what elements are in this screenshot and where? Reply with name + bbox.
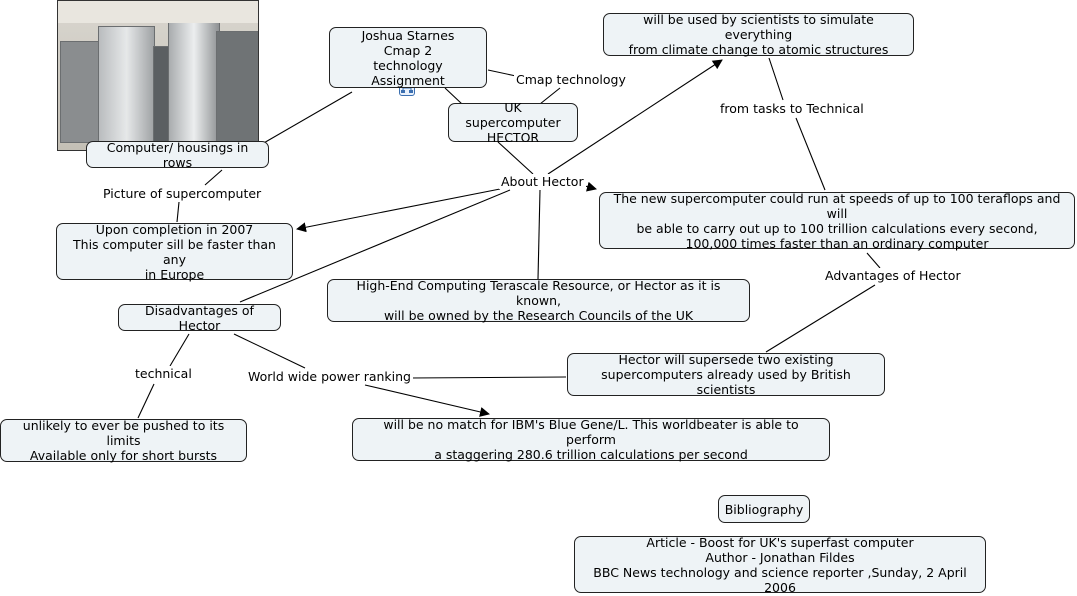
title-node[interactable]: Joshua Starnes Cmap 2 technology Assignm…	[329, 27, 487, 88]
link-speed-fromtasks	[795, 117, 826, 191]
link-cmaptech-uk	[539, 87, 561, 105]
link-advantages-supersede	[765, 284, 876, 353]
link-about-disadv	[239, 189, 511, 303]
link-about-completion	[296, 188, 501, 233]
link-about-simulate	[547, 59, 723, 175]
link-disadv-worldwide	[233, 333, 306, 369]
link-worldwide-bluegene	[364, 384, 490, 417]
label-from-tasks[interactable]: from tasks to Technical	[718, 101, 866, 116]
link-title-cmaptech	[487, 69, 517, 77]
link-speed-advantages	[866, 252, 881, 269]
link-housings-picture	[204, 169, 223, 186]
article-node[interactable]: Article - Boost for UK's superfast compu…	[574, 535, 986, 595]
disadvantages-node[interactable]: Disadvantages of Hector	[118, 303, 281, 333]
computer-housings-node[interactable]: Computer/ housings in rows	[86, 140, 269, 170]
uk-supercomputer-node[interactable]: UK supercomputer HECTOR	[448, 100, 578, 145]
label-world-wide[interactable]: World wide power ranking	[246, 369, 413, 384]
link-fromtasks-simulate	[768, 57, 784, 101]
link-picture-completion	[176, 201, 180, 223]
limits-node[interactable]: unlikely to ever be pushed to its limits…	[0, 418, 247, 463]
label-cmap-technology[interactable]: Cmap technology	[514, 72, 628, 87]
supercomputer-photo	[57, 0, 259, 151]
link-technical-limits	[137, 383, 155, 419]
link-about-speed	[584, 181, 597, 192]
supersede-node[interactable]: Hector will supersede two existing super…	[567, 352, 885, 397]
simulate-node[interactable]: will be used by scientists to simulate e…	[603, 12, 914, 57]
bibliography-node[interactable]: Bibliography	[718, 495, 810, 523]
link-title-housings	[261, 91, 353, 145]
link-uk-about	[497, 141, 534, 175]
blue-gene-node[interactable]: will be no match for IBM's Blue Gene/L. …	[352, 417, 830, 462]
link-disadv-technical	[169, 333, 190, 367]
label-about-hector[interactable]: About Hector	[499, 174, 586, 189]
link-worldwide-supersede	[409, 376, 567, 379]
label-picture[interactable]: Picture of supercomputer	[101, 186, 264, 201]
link-about-owned	[537, 189, 541, 280]
speed-node[interactable]: The new supercomputer could run at speed…	[599, 191, 1075, 251]
completion-node[interactable]: Upon completion in 2007 This computer si…	[56, 222, 293, 282]
link-title-uk	[444, 87, 463, 105]
label-advantages[interactable]: Advantages of Hector	[823, 268, 963, 283]
label-technical[interactable]: technical	[133, 366, 194, 381]
owned-node[interactable]: High-End Computing Terascale Resource, o…	[327, 278, 750, 323]
